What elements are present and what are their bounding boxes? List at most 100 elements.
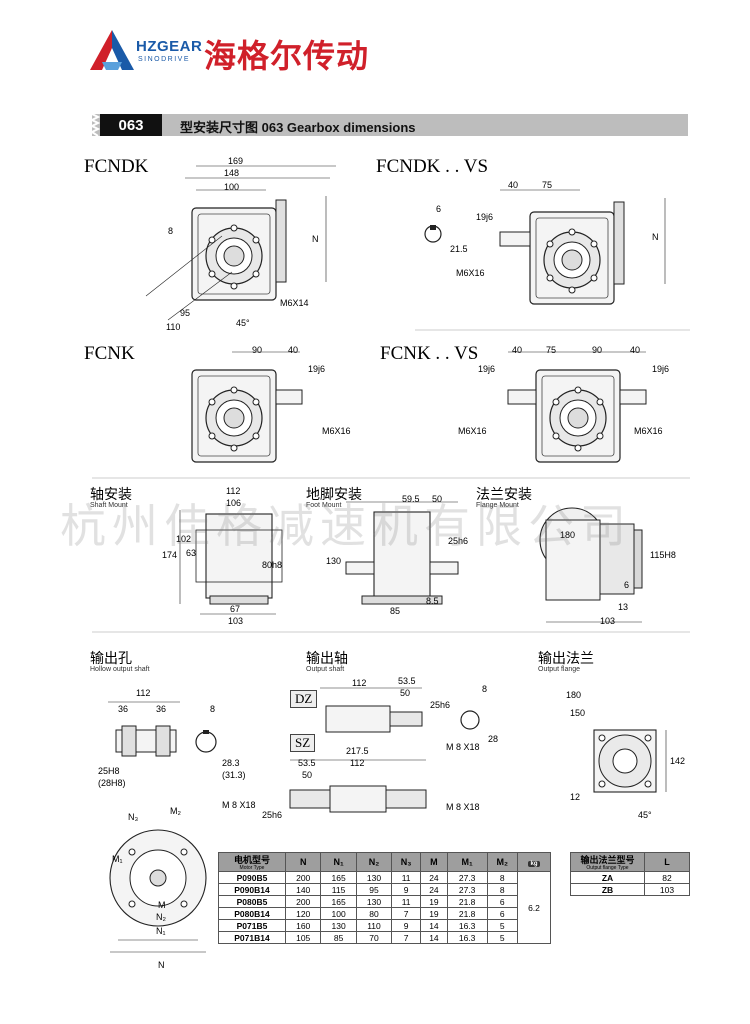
column-header: N xyxy=(284,852,322,872)
dim-shaft-80h8: 80h8 xyxy=(262,560,283,570)
dim-sz-112: 112 xyxy=(350,758,365,768)
table-cell: 110 xyxy=(355,919,393,932)
table-cell: P090B14 xyxy=(218,883,286,896)
dim-kvs-90: 90 xyxy=(592,345,603,355)
dim-hollow-8: 8 xyxy=(210,704,216,714)
table-cell: 103 xyxy=(644,883,690,896)
table-cell: 115 xyxy=(320,883,357,896)
dim-k-m6x16: M6X16 xyxy=(322,426,351,436)
table-cell: 130 xyxy=(320,919,357,932)
table-cell: 8 xyxy=(486,883,519,896)
dim-sz-53-5: 53.5 xyxy=(298,758,316,768)
table-row: P090B14 140 115 95 9 24 27.3 8 xyxy=(218,883,551,896)
table-cell: 16.3 xyxy=(446,919,488,932)
dim-kvs-19j6b: 19j6 xyxy=(652,364,670,374)
table-cell: 11 xyxy=(391,895,422,908)
dim-45: 45° xyxy=(236,318,250,328)
table-cell: 6 xyxy=(486,907,519,920)
dim-k-40: 40 xyxy=(288,345,299,355)
dim-flange-103: 103 xyxy=(600,616,616,626)
dim-N: N xyxy=(312,234,319,244)
dim-foot-50: 50 xyxy=(432,494,443,504)
table-cell: 16.3 xyxy=(446,931,488,944)
dim-sz-50: 50 xyxy=(302,770,313,780)
flange-mount-title: 法兰安装 xyxy=(476,487,532,503)
sz-label: SZ xyxy=(290,734,316,752)
table-cell: 24 xyxy=(420,883,448,896)
watermark: 杭州佳格减速机有限公司 xyxy=(60,499,632,553)
table-cell: ZA xyxy=(570,871,645,884)
brand-chinese-name: 海格尔传动 xyxy=(204,37,370,75)
flange-type-header-cn: 输出法兰型号 xyxy=(580,855,635,865)
dim-hollow-112: 112 xyxy=(136,688,151,698)
table-cell: 165 xyxy=(320,895,357,908)
output-shaft-subtitle: Output shaft xyxy=(306,666,345,673)
dim-hollow-36b: 36 xyxy=(156,704,167,714)
table-cell: 160 xyxy=(284,919,322,932)
table-row: ZB 103 xyxy=(570,883,690,896)
table-cell: 11 xyxy=(391,871,422,884)
table-cell: 70 xyxy=(355,931,393,944)
dim-kvs-m6x16a: M6X16 xyxy=(458,426,487,436)
foot-mount-subtitle: Foot Mount xyxy=(306,502,342,509)
fig-n: N xyxy=(158,960,165,970)
dim-95: 95 xyxy=(180,308,191,318)
table-cell: 200 xyxy=(284,895,322,908)
table-cell: 100 xyxy=(320,907,357,920)
dim-dz-25h6: 25h6 xyxy=(430,700,451,710)
dim-dz-m8x18: M 8 X18 xyxy=(446,742,480,752)
table-cell: 14 xyxy=(420,931,448,944)
fig-m1: M₁ xyxy=(112,854,123,864)
dim-110: 110 xyxy=(166,322,181,332)
page-title: 型安装尺寸图 063 Gearbox dimensions xyxy=(180,120,416,135)
motor-type-header-en: Motor Type xyxy=(239,865,265,871)
dim-shaft-102: 102 xyxy=(176,534,192,544)
table-cell: 21.8 xyxy=(446,895,488,908)
dim-kvs-19j6a: 19j6 xyxy=(478,364,496,374)
dim-dz-112: 112 xyxy=(352,678,367,688)
fig-m2: M₂ xyxy=(170,806,181,816)
table-cell: 130 xyxy=(355,895,393,908)
table-cell: 80 xyxy=(355,907,393,920)
variant-label-fcndk-vs: FCNDK . . VS xyxy=(376,156,489,177)
brand-subtitle: SINODRIVE xyxy=(138,56,191,63)
dim-dz-53-5: 53.5 xyxy=(398,676,416,686)
dim-kvs-m6x16b: M6X16 xyxy=(634,426,663,436)
brand-name: HZGEAR xyxy=(136,38,203,55)
table-header-row: 输出法兰型号 Output flange Type L xyxy=(570,852,690,872)
table-cell: 130 xyxy=(355,871,393,884)
dz-label: DZ xyxy=(290,690,318,708)
table-cell: 5 xyxy=(486,931,519,944)
dim-vs-19j6: 19j6 xyxy=(476,212,494,222)
dim-8: 8 xyxy=(168,226,174,236)
dim-k-90: 90 xyxy=(252,345,263,355)
table-cell: 27.3 xyxy=(446,883,488,896)
table-cell: 24 xyxy=(420,871,448,884)
variant-label-fcnk-vs: FCNK . . VS xyxy=(380,343,479,364)
fig-m: M xyxy=(158,900,166,910)
foot-mount-title: 地脚安装 xyxy=(306,487,362,503)
dim-vs-m6x16: M6X16 xyxy=(456,268,485,278)
dim-foot-85: 85 xyxy=(390,606,401,616)
dim-hollow-28h8: (28H8) xyxy=(98,778,126,788)
shaft-mount-subtitle: Shaft Mount xyxy=(90,502,128,509)
section-title-bar xyxy=(92,114,688,136)
dim-hollow-36a: 36 xyxy=(118,704,129,714)
dim-hollow-28-3: 28.3 xyxy=(222,758,240,768)
dim-hollow-25h8: 25H8 xyxy=(98,766,120,776)
dim-flange-180: 180 xyxy=(560,530,576,540)
table-cell: 85 xyxy=(320,931,357,944)
table-cell: 140 xyxy=(284,883,322,896)
dim-shaft-67: 67 xyxy=(230,604,241,614)
dim-flange-6: 6 xyxy=(624,580,630,590)
flange-type-header-en: Output flange Type xyxy=(586,865,629,871)
table-cell: 165 xyxy=(320,871,357,884)
dim-foot-8-5: 8.5 xyxy=(426,596,439,606)
table-row: P071B14 105 85 70 7 14 16.3 5 xyxy=(218,931,551,944)
model-number: 063 xyxy=(100,114,162,136)
dim-vs-75: 75 xyxy=(542,180,553,190)
table-cell: 120 xyxy=(284,907,322,920)
flange-mount-subtitle: Flange Mount xyxy=(476,502,519,509)
column-header: N₃ xyxy=(391,852,422,872)
